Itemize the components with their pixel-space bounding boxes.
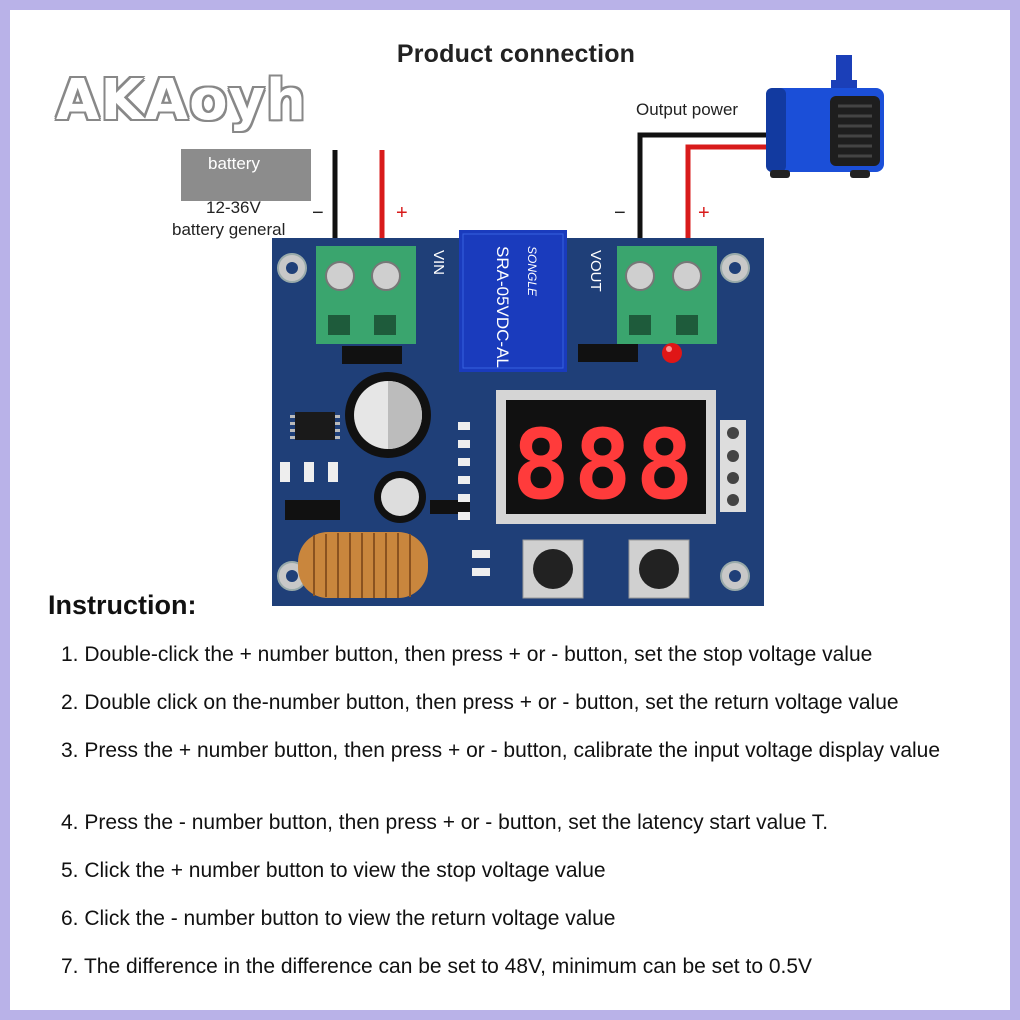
output-negative-wire [637,132,770,255]
vout-label: VOUT [587,250,604,292]
relay-brand: SONGLE [525,246,539,297]
output-minus-sign: − [614,202,626,224]
relay-label: SRA-05VDC-AL [493,246,512,368]
vin-label: VIN [430,250,447,275]
output-power-label: Output power [636,100,739,119]
minus-number-button[interactable] [628,539,690,599]
wiring-illustration: SRA-05VDC-AL SONGLE VIN VOUT 888 [272,55,884,606]
battery-label: battery [208,154,260,173]
battery-range-label: 12-36V [206,198,261,217]
instruction-step: 3. Press the + number button, then press… [61,739,941,762]
instruction-step: 6. Click the - number button to view the… [61,907,616,930]
seven-segment-digits: 888 [512,409,697,521]
instruction-step: 2. Double click on the-number button, th… [61,691,899,714]
plus-number-button[interactable] [522,539,584,599]
water-pump-icon [766,55,884,178]
output-positive-wire [685,144,770,255]
instruction-step: 5. Click the + number button to view the… [61,859,606,882]
input-plus-sign: + [396,202,408,224]
brand-logo: AKAoyh [56,68,307,133]
instruction-step: 1. Double-click the + number button, the… [61,643,873,666]
relay [459,230,567,372]
page-title: Product connection [396,40,636,68]
battery-general-label: battery general [172,220,286,239]
battery-icon [181,149,311,201]
pcb-board [272,230,764,606]
output-plus-sign: + [698,202,710,224]
instruction-step: 7. The difference in the difference can … [61,955,813,978]
product-image: SRA-05VDC-AL SONGLE VIN VOUT 888 AKAoyh … [10,10,1010,1010]
input-minus-sign: − [312,202,324,224]
instruction-title: Instruction: [48,590,197,620]
instruction-step: 4. Press the - number button, then press… [61,811,829,834]
led-indicator [662,343,682,363]
